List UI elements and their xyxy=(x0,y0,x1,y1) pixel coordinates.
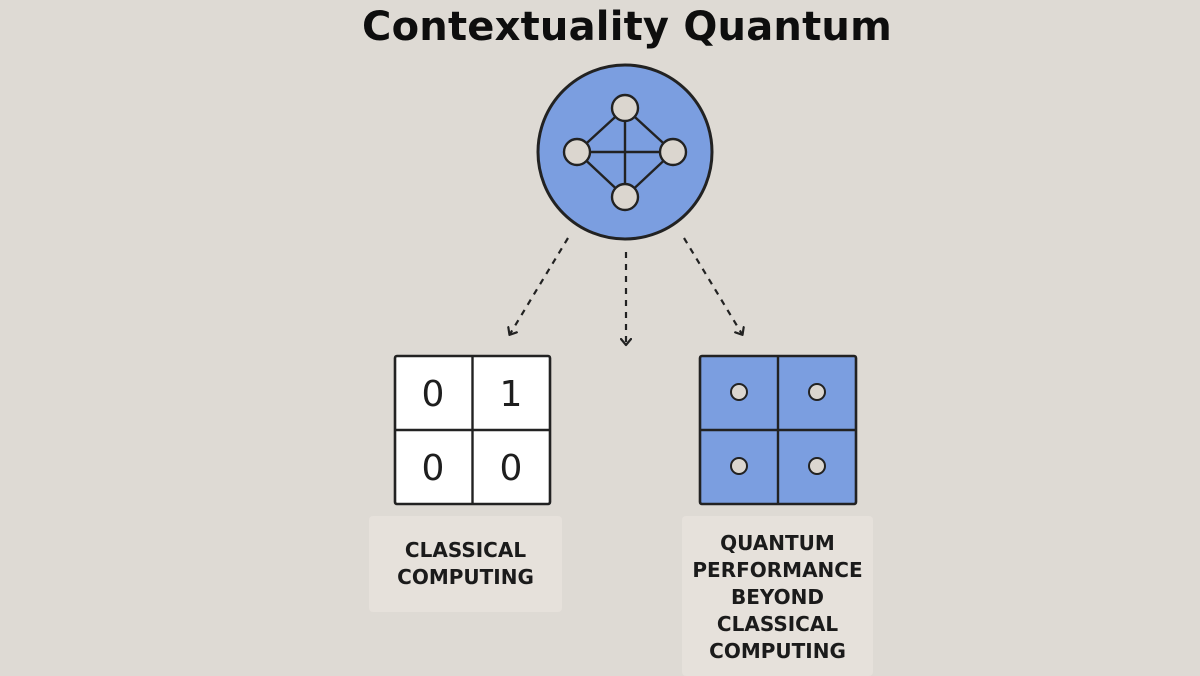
qubit-dot-icon xyxy=(808,457,826,475)
classical-caption: CLASSICAL COMPUTING xyxy=(369,516,562,612)
network-graph-icon xyxy=(536,63,714,241)
graph-node xyxy=(610,93,640,123)
classical-grid: 0 1 0 0 xyxy=(393,354,552,506)
graph-node xyxy=(610,182,640,212)
graph-node xyxy=(658,137,688,167)
qubit-dot-icon xyxy=(730,457,748,475)
caption-line: COMPUTING xyxy=(709,639,846,663)
page-title: Contextuality Quantum xyxy=(362,4,892,50)
quantum-caption: QUANTUM PERFORMANCE BEYOND CLASSICAL COM… xyxy=(682,516,873,676)
caption-line: QUANTUM xyxy=(720,531,835,555)
graph-node xyxy=(562,137,592,167)
qubit-dot-icon xyxy=(730,383,748,401)
qubit-dot-icon xyxy=(808,383,826,401)
classical-cell: 0 xyxy=(422,448,445,489)
caption-line: CLASSICAL xyxy=(716,612,839,636)
arrow-left xyxy=(510,237,569,334)
classical-cell: 0 xyxy=(500,448,523,489)
arrow-right xyxy=(683,237,742,334)
classical-cell: 0 xyxy=(422,374,445,415)
classical-cell: 1 xyxy=(500,374,523,415)
quantum-grid xyxy=(698,354,858,506)
caption-line: BEYOND xyxy=(730,585,825,609)
caption-line: CLASSICAL xyxy=(404,538,527,562)
caption-line: COMPUTING xyxy=(397,565,534,589)
caption-line: PERFORMANCE xyxy=(692,558,863,582)
